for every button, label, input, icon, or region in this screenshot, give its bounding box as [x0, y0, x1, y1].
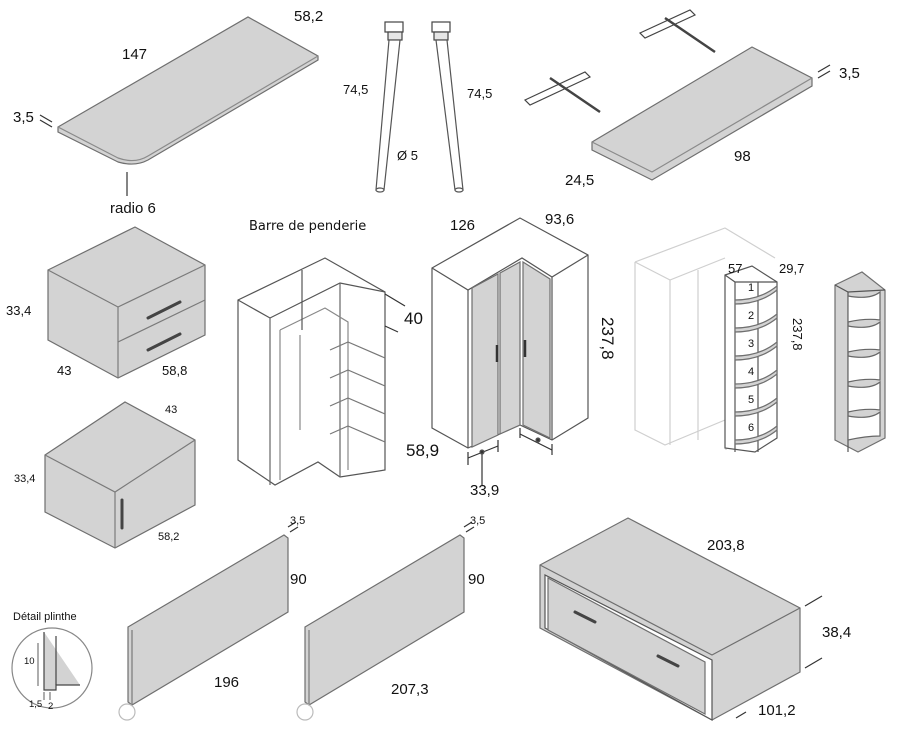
door-unit-depth-label: 58,2: [158, 531, 180, 543]
wardrobe-height-label: 237,8: [598, 317, 617, 360]
shelf-number: 4: [748, 366, 755, 378]
open-wardrobe-depth-label: 40: [404, 309, 423, 328]
door-unit: [44, 401, 196, 549]
bed-drawer: [539, 517, 823, 722]
corner-shelf-unit: [724, 265, 778, 453]
shelf-thickness-label: 3,5: [839, 65, 860, 82]
hanging-rail-label: Barre de penderie: [249, 219, 367, 234]
drawer-unit: [47, 226, 206, 379]
shelf-depth-label: 24,5: [565, 172, 595, 189]
drawer-unit-height-label: 33,4: [6, 303, 32, 318]
desk-length-label: 147: [122, 46, 148, 63]
plinth-inset-label: 1,5: [29, 699, 43, 710]
headboard-left: [118, 521, 299, 721]
leg-diameter-label: Ø 5: [397, 148, 418, 163]
wardrobe-door-width-label: 33,9: [470, 482, 500, 499]
leg-height-left-label: 74,5: [343, 82, 369, 97]
standalone-corner-shelf: [834, 271, 886, 453]
plinth-height-label: 10: [24, 656, 35, 667]
plinth-depth-label: 2: [48, 701, 54, 712]
plinth-detail: [11, 627, 93, 709]
shelf-unit-depth-label: 29,7: [779, 261, 805, 276]
drawer-unit-width-label: 43: [57, 363, 72, 378]
shelf-length-label: 98: [734, 148, 751, 165]
drawer-unit-depth-label: 58,8: [162, 363, 188, 378]
headboard-right-height-label: 90: [468, 571, 485, 588]
leg-height-right-label: 74,5: [467, 86, 493, 101]
desk-depth-label: 58,2: [294, 8, 324, 25]
plinth-detail-title: Détail plinthe: [13, 611, 77, 623]
bed-drawer-length-label: 203,8: [707, 537, 745, 554]
headboard-left-height-label: 90: [290, 571, 307, 588]
open-corner-wardrobe: [237, 257, 406, 486]
wardrobe-depth-label: 93,6: [545, 211, 575, 228]
door-unit-height-label: 33,4: [14, 473, 36, 485]
shelf-number: 3: [748, 338, 755, 350]
wall-shelf: [523, 9, 831, 181]
door-unit-width-label: 43: [165, 404, 178, 416]
shelf-number: 5: [748, 394, 755, 406]
closed-corner-wardrobe: [431, 217, 589, 485]
shelf-number: 6: [748, 422, 755, 434]
desk-top: [39, 16, 319, 196]
desk-thickness-label: 3,5: [13, 109, 34, 126]
shelf-number: 2: [748, 310, 755, 322]
bed-drawer-height-label: 38,4: [822, 624, 852, 641]
shelf-unit-height-label: 237,8: [790, 318, 805, 351]
desk-radius-label: radio 6: [110, 200, 156, 217]
bed-drawer-width-label: 101,2: [758, 702, 796, 719]
wardrobe-width-label: 126: [450, 217, 476, 234]
headboard-right-thickness-label: 3,5: [470, 515, 486, 527]
shelf-unit-width-label: 57: [728, 261, 743, 276]
wardrobe-side-width-label: 58,9: [406, 441, 440, 460]
headboard-right: [296, 521, 475, 721]
headboard-left-thickness-label: 3,5: [290, 515, 306, 527]
headboard-right-length-label: 207,3: [391, 681, 429, 698]
table-legs: [375, 21, 464, 193]
headboard-left-length-label: 196: [214, 674, 240, 691]
shelf-number: 1: [748, 282, 755, 294]
